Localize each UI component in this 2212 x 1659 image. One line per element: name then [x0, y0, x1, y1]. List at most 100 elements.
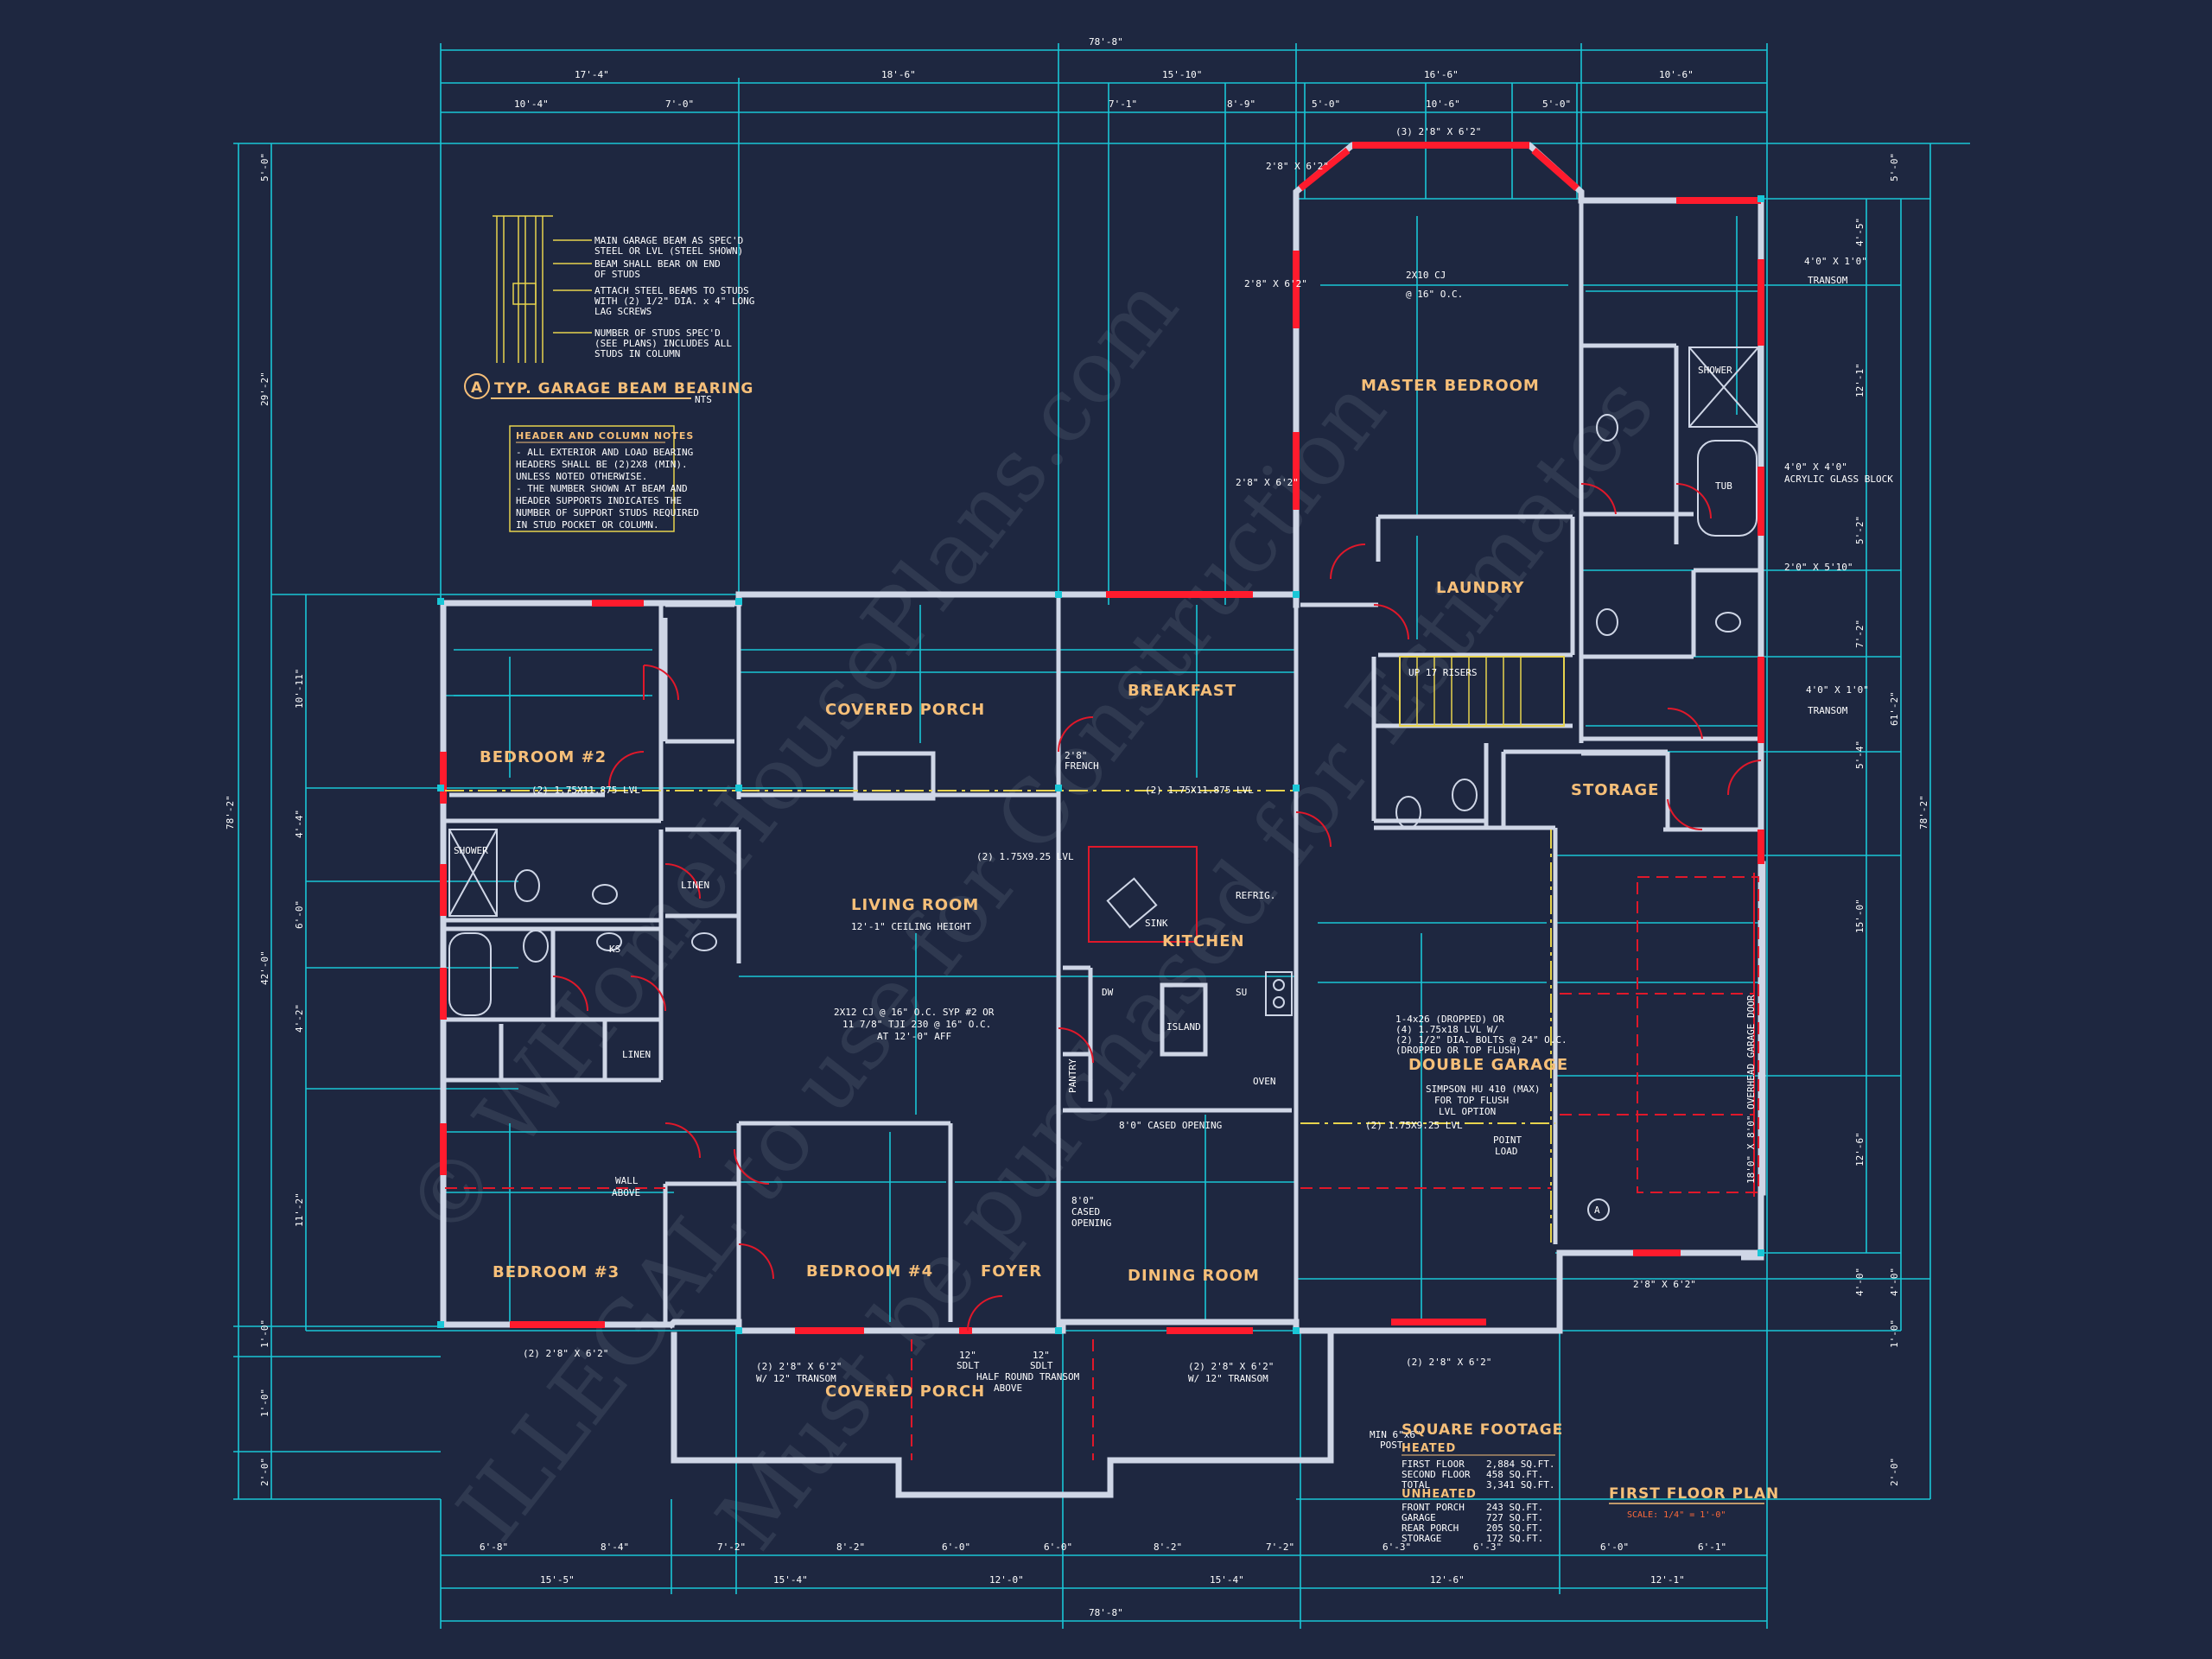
note-garage-header-4: (DROPPED OR TOP FLUSH) [1395, 1045, 1522, 1056]
dim-top1-4: 10'-6" [1659, 69, 1694, 80]
interior-walls [445, 200, 1761, 1331]
room-laundry: LAUNDRY [1436, 579, 1524, 597]
dim-bot2-2: 12'-0" [989, 1574, 1024, 1586]
dim-top2-5: 10'-6" [1426, 99, 1460, 110]
note-point-b: LOAD [1495, 1146, 1518, 1157]
note-window-b: 2'8" X 6'2" [1244, 278, 1307, 289]
garage-beam-detail: MAIN GARAGE BEAM AS SPEC'D STEEL OR LVL … [464, 215, 754, 405]
note-front-door-1b: W/ 12" TRANSOM [756, 1373, 836, 1384]
note-garage-header-2: (4) 1.75x18 LVL W/ [1395, 1024, 1498, 1035]
dim-top2-3: 8'-9" [1227, 99, 1255, 110]
note-cased-2: 8'0" [1071, 1195, 1095, 1206]
note-half-round-2: ABOVE [994, 1382, 1022, 1394]
sqft-val-second-floor: 458 SQ.FT. [1486, 1469, 1543, 1480]
label-linen: LINEN [681, 880, 709, 891]
note-lvl-2: (2) 1.75X11.875 LVL [531, 785, 640, 796]
dim-right2-0: 4'-5" [1854, 218, 1866, 246]
dim-left1-2: 42'-0" [259, 950, 270, 985]
detail-tag: A [471, 379, 483, 397]
note-front-door-2b: W/ 12" TRANSOM [1188, 1373, 1268, 1384]
window-headers [440, 142, 1764, 1334]
label-pantry: PANTRY [1067, 1058, 1078, 1093]
detail-note-4: NUMBER OF STUDS SPEC'D [594, 327, 721, 339]
front-porch-walls [671, 1332, 1334, 1498]
sqft-val-total: 3,341 SQ.FT. [1486, 1479, 1554, 1491]
sqft-title: SQUARE FOOTAGE [1402, 1421, 1563, 1439]
living-ceiling-height: 12'-1" CEILING HEIGHT [851, 921, 971, 932]
note-window-c: 2'8" X 6'2" [1236, 477, 1299, 488]
notes-line-3: - THE NUMBER SHOWN AT BEAM AND [516, 483, 688, 494]
note-point: POINT [1493, 1135, 1522, 1146]
notes-line-4: HEADER SUPPORTS INDICATES THE [516, 495, 682, 506]
dim-bot2-5: 12'-1" [1650, 1574, 1685, 1586]
note-lvl-3: (2) 1.75X9.25 LVL [976, 851, 1074, 862]
sqft-row-rear-porch: REAR PORCH [1402, 1522, 1459, 1534]
note-window-5: 2'0" X 5'10" [1784, 562, 1853, 573]
room-double-garage: DOUBLE GARAGE [1408, 1056, 1568, 1074]
room-storage: STORAGE [1571, 781, 1659, 799]
dim-bot1-9: 6'-3" [1473, 1541, 1502, 1553]
plumbing-fixtures [448, 346, 1759, 1016]
dim-bot1-2: 7'-2" [717, 1541, 746, 1553]
dim-right2-7: 4'-0" [1854, 1268, 1866, 1296]
door-swings [552, 482, 1762, 1332]
label-refrig: REFRIG. [1236, 890, 1275, 901]
room-breakfast: BREAKFAST [1128, 682, 1236, 700]
label-linen-2: LINEN [622, 1049, 651, 1060]
dim-bot2-3: 15'-4" [1210, 1574, 1244, 1586]
note-glass-block: 4'0" X 4'0" [1784, 461, 1847, 473]
dim-right2-2: 5'-2" [1854, 516, 1866, 544]
label-master-shower: SHOWER [1698, 365, 1732, 376]
label-island: ISLAND [1166, 1021, 1201, 1033]
note-bottom-window-1: (2) 2'8" X 6'2" [523, 1348, 608, 1359]
dim-bot1-6: 8'-2" [1154, 1541, 1182, 1553]
note-bottom-window-2: (2) 2'8" X 6'2" [1406, 1357, 1491, 1368]
dim-right1-3: 2'-0" [1889, 1458, 1900, 1486]
sqft-row-first-floor: FIRST FLOOR [1402, 1459, 1465, 1470]
label-up-stairs: UP 17 RISERS [1408, 667, 1477, 678]
label-shower: SHOWER [454, 845, 488, 856]
note-transom-1b: TRANSOM [1808, 275, 1848, 286]
note-living-cj-3: AT 12'-0" AFF [877, 1031, 951, 1042]
note-front-door-1: (2) 2'8" X 6'2" [756, 1361, 842, 1372]
note-front-door-2: (2) 2'8" X 6'2" [1188, 1361, 1274, 1372]
dimension-lines [233, 43, 1970, 1629]
notes-title: HEADER AND COLUMN NOTES [516, 430, 694, 442]
dim-left1-3: 1'-0" [259, 1319, 270, 1348]
note-garage-header: 1-4x26 (DROPPED) OR [1395, 1014, 1504, 1025]
note-half-round: HALF ROUND TRANSOM [976, 1371, 1080, 1382]
detail-note-3: ATTACH STEEL BEAMS TO STUDS [594, 285, 749, 296]
dim-bot1-3: 8'-2" [836, 1541, 865, 1553]
room-foyer: FOYER [981, 1262, 1042, 1281]
note-window-a: 2'8" X 6'2" [1266, 161, 1329, 172]
detail-nts: NTS [695, 394, 712, 405]
note-lvl-4: (2) 1.75X9.25 LVL [1365, 1120, 1463, 1131]
room-dining-room: DINING ROOM [1128, 1267, 1260, 1285]
dim-right1-1: 61'-2" [1889, 691, 1900, 726]
dim-left-total: 78'-2" [225, 795, 236, 830]
dim-left2-1: 4'-4" [294, 810, 305, 838]
fixture-labels: SHOWER SHOWER TUB LINEN LINEN SINK REFRI… [454, 365, 1732, 1093]
dim-right1-2: 4'-0" [1889, 1268, 1900, 1296]
note-french-b: FRENCH [1065, 760, 1099, 772]
note-living-cj: 2X12 CJ @ 16" O.C. SYP #2 OR [834, 1007, 995, 1018]
note-simpson-2: FOR TOP FLUSH [1434, 1095, 1509, 1106]
sqft-val-front-porch: 243 SQ.FT. [1486, 1502, 1543, 1513]
dim-top1-1: 18'-6" [881, 69, 916, 80]
label-su: SU [1236, 987, 1247, 998]
label-tub: TUB [1715, 480, 1732, 492]
room-labels: MASTER BEDROOM LAUNDRY BREAKFAST COVERED… [480, 377, 1659, 1401]
detail-note-3c: LAG SCREWS [594, 306, 652, 317]
note-glass-block-b: ACRYLIC GLASS BLOCK [1784, 474, 1893, 485]
sqft-heated: HEATED [1402, 1442, 1456, 1455]
dim-top2-2: 7'-1" [1109, 99, 1137, 110]
sqft-val-garage: 727 SQ.FT. [1486, 1512, 1543, 1523]
sheet-title: FIRST FLOOR PLAN [1609, 1485, 1779, 1503]
note-french: 2'8" [1065, 750, 1088, 761]
room-bedroom-3: BEDROOM #3 [493, 1263, 620, 1281]
sqft-row-total: TOTAL [1402, 1479, 1430, 1491]
sqft-val-rear-porch: 205 SQ.FT. [1486, 1522, 1543, 1534]
dim-right2-5: 15'-0" [1854, 899, 1866, 933]
note-master-oc: @ 16" O.C. [1406, 289, 1463, 300]
dim-left1-0: 5'-0" [259, 153, 270, 181]
